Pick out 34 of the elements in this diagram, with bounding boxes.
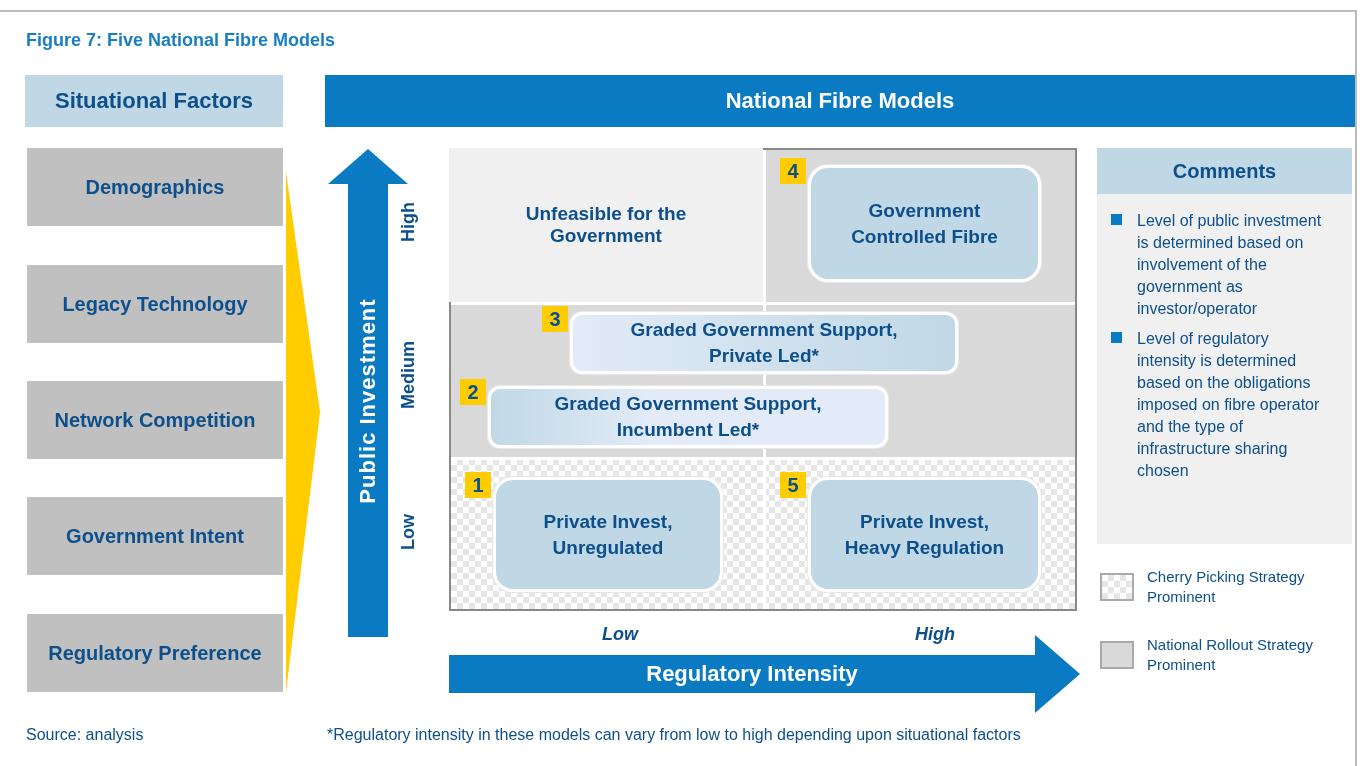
figure-title: Figure 7: Five National Fibre Models <box>26 30 336 51</box>
matrix-cell: Unfeasible for the Government <box>449 148 763 302</box>
axis-label: Regulatory Intensity <box>645 660 859 688</box>
panel-heading: Comments <box>1097 148 1352 194</box>
header-band: National Fibre Models <box>325 75 1355 127</box>
factor-box: Legacy Technology <box>27 265 283 343</box>
footnote: *Regulatory intensity in these models can vary from low to high depending upon situational factors <box>327 726 1021 744</box>
model-box: Private Invest, Heavy Regulation <box>808 477 1041 592</box>
bullet-text: Level of public investment is determined based on involvement of the government as investor/operator <box>1137 211 1322 319</box>
legend-label: National Rollout Strategy Prominent <box>1147 635 1314 675</box>
factor-box: Regulatory Preference <box>27 614 283 692</box>
factor-box: Network Competition <box>27 381 283 459</box>
axis-tick-label: High <box>914 622 956 646</box>
number-badge: 2 <box>460 379 486 405</box>
factor-box: Government Intent <box>27 497 283 575</box>
number-badge: 5 <box>780 472 806 498</box>
legend-label: Cherry Picking Strategy Prominent <box>1147 567 1306 607</box>
factor-box: Demographics <box>27 148 283 226</box>
comments-panel <box>1097 148 1352 544</box>
number-badge: 4 <box>780 158 806 184</box>
source-note: Source: analysis <box>26 726 144 744</box>
model-box: Private Invest, Unregulated <box>493 477 723 592</box>
axis-tick-label: Medium <box>396 340 419 411</box>
axis-tick-label: High <box>396 201 419 244</box>
model-box: Government Controlled Fibre <box>808 165 1041 282</box>
model-box: Graded Government Support, Private Led* <box>570 312 958 374</box>
axis-label: Public Investment <box>354 301 381 501</box>
bullet-text: Level of regulatory intensity is determined based on the obligations imposed on fibre operator and the type of infrastructure sharing chosen <box>1137 329 1321 481</box>
model-box: Graded Government Support, Incumbent Led* <box>488 386 888 448</box>
header-band: Situational Factors <box>25 75 283 127</box>
number-badge: 3 <box>542 306 568 332</box>
axis-tick-label: Low <box>601 622 640 646</box>
axis-tick-label: Low <box>396 513 419 552</box>
number-badge: 1 <box>465 472 491 498</box>
